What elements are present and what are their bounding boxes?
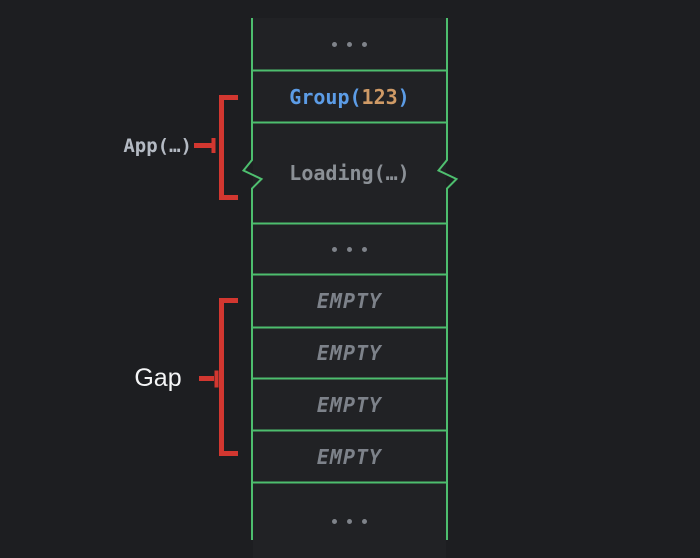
stack-row-group: Group(123) xyxy=(253,71,446,122)
app-bracket xyxy=(219,95,238,200)
stack-row-ellipsis-bottom xyxy=(253,483,446,558)
gap-bracket xyxy=(219,298,238,456)
stack-row-ellipsis-top xyxy=(253,18,446,70)
stack-left-edge-line xyxy=(241,18,264,540)
empty-cell-label: EMPTY xyxy=(316,289,383,313)
stack-row-ellipsis-middle xyxy=(253,224,446,274)
stack-row-empty-1: EMPTY xyxy=(253,275,446,327)
empty-cell-label: EMPTY xyxy=(316,392,383,417)
group-cell-label: Group(123) xyxy=(289,84,410,109)
stack-row-empty-4: EMPTY xyxy=(253,431,446,482)
stack-row-empty-3: EMPTY xyxy=(253,379,446,430)
loading-cell-label: Loading(…) xyxy=(289,161,410,185)
app-bracket-label: App(…) xyxy=(123,135,192,157)
empty-cell-label: EMPTY xyxy=(316,444,383,469)
stack-row-loading: Loading(…) xyxy=(253,123,446,223)
stack-right-edge-line xyxy=(436,18,459,540)
ellipsis-icon xyxy=(332,41,367,47)
gap-bracket-label: Gap xyxy=(134,364,182,392)
empty-cell-label: EMPTY xyxy=(316,341,383,365)
ellipsis-icon xyxy=(332,246,367,252)
ellipsis-icon xyxy=(332,518,367,524)
stack-row-empty-2: EMPTY xyxy=(253,328,446,378)
